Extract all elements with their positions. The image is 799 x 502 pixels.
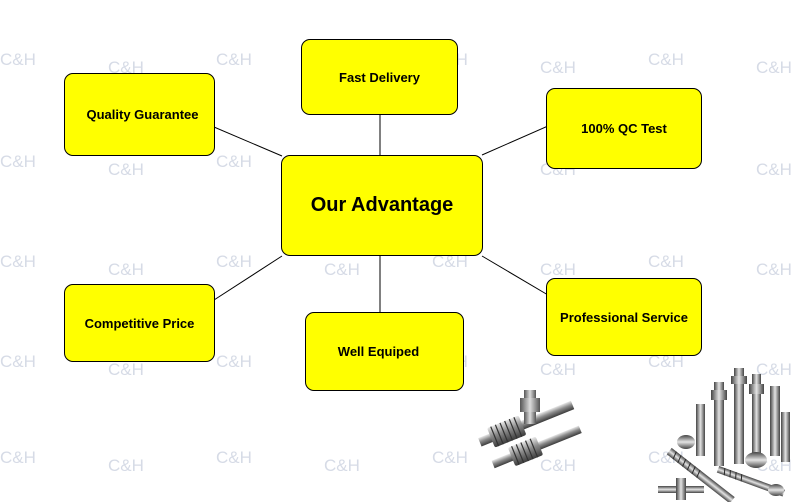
connector-professional-service [481, 255, 549, 296]
watermark-text: C&H [540, 260, 576, 279]
well-equipped-label: Well Equiped [337, 344, 420, 359]
quality-guarantee-label: Quality Guarantee [86, 107, 199, 122]
watermark-text: C&H [756, 260, 792, 279]
competitive-price-label: Competitive Price [84, 315, 195, 331]
node-qc-test: 100% QC Test [546, 88, 702, 169]
watermark-text: C&H [756, 58, 792, 77]
gear-shafts-photo [478, 390, 582, 469]
watermark-text: C&H [0, 50, 36, 69]
center-label: Our Advantage [310, 194, 454, 216]
watermark-text: C&H [0, 152, 36, 171]
professional-service-label: Professional Service [560, 309, 688, 325]
watermark-text: C&H [0, 252, 36, 271]
watermark-text: C&H [540, 456, 576, 475]
watermark-text: C&H [216, 50, 252, 69]
fast-delivery-label: Fast Delivery [339, 69, 420, 85]
watermark-text: C&H [108, 456, 144, 475]
watermark-text: C&H [216, 352, 252, 371]
watermark-text: C&H [756, 160, 792, 179]
watermark-text: C&H [108, 360, 144, 379]
watermark-text: C&H [432, 252, 468, 271]
watermark-text: C&H [648, 50, 684, 69]
watermark-text: C&H [324, 456, 360, 475]
node-well-equipped: Well Equiped [305, 312, 464, 391]
watermark-text: C&H [0, 352, 36, 371]
qc-test-label: 100% QC Test [581, 121, 667, 136]
watermark-text: C&H [108, 160, 144, 179]
node-professional-service: Professional Service [546, 278, 702, 356]
node-fast-delivery: Fast Delivery [301, 39, 458, 115]
node-quality-guarantee: Quality Guarantee [64, 73, 215, 156]
watermark-text: C&H [216, 448, 252, 467]
connector-qc-test [481, 125, 549, 156]
machined-parts-photo [658, 368, 790, 502]
watermark-text: C&H [216, 252, 252, 271]
watermark-text: C&H [0, 448, 36, 467]
watermark-text: C&H [108, 58, 144, 77]
watermark-text: C&H [540, 360, 576, 379]
watermark-text: C&H [432, 448, 468, 467]
node-our-advantage: Our Advantage [281, 155, 483, 256]
watermark-text: C&H [540, 58, 576, 77]
watermark-text: C&H [648, 352, 684, 371]
node-competitive-price: Competitive Price [64, 284, 215, 362]
watermark-text: C&H [648, 252, 684, 271]
watermark-text: C&H [108, 260, 144, 279]
watermark-text: C&H [216, 152, 252, 171]
watermark-text: C&H [756, 360, 792, 379]
connector-competitive-price [213, 255, 283, 301]
connector-quality-guarantee [213, 126, 283, 157]
watermark-text: C&H [324, 260, 360, 279]
